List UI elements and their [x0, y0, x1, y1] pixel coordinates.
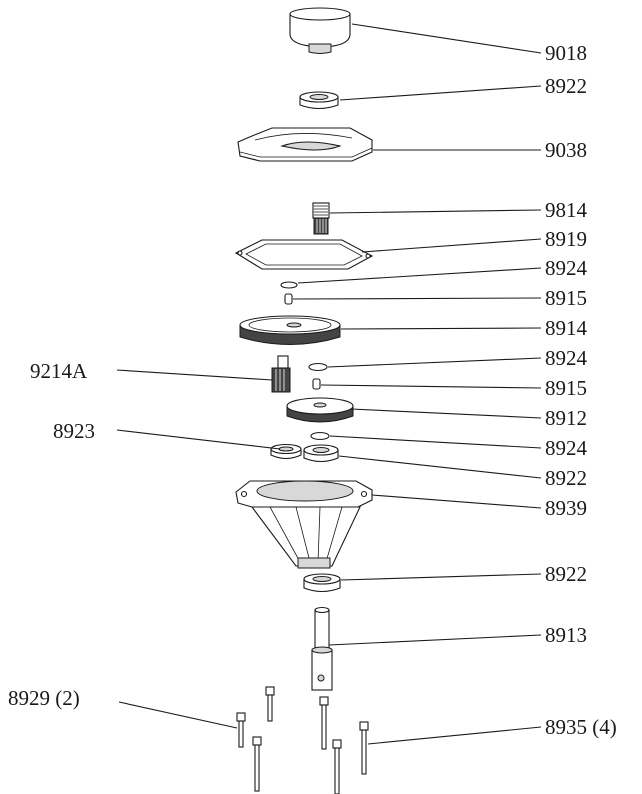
label-8924-b: 8924 [545, 346, 588, 370]
part-9214A-pinion [271, 355, 291, 393]
label-8935: 8935 (4) [545, 715, 617, 739]
part-8922-bearing-top [299, 91, 339, 110]
screw-8935-c [252, 736, 262, 792]
label-8929: 8929 (2) [8, 686, 80, 710]
part-8913-shaft [311, 606, 333, 691]
part-8915-pin-b [312, 378, 321, 390]
screw-8935-d [332, 739, 342, 794]
part-8914-gear [239, 315, 341, 345]
label-8922-low: 8922 [545, 562, 587, 586]
part-8915-pin-a [284, 293, 293, 305]
label-8922-top: 8922 [545, 74, 587, 98]
label-8924-c: 8924 [545, 436, 588, 460]
screw-8935-b [359, 721, 369, 775]
label-9814: 9814 [545, 198, 588, 222]
label-8914: 8914 [545, 316, 588, 340]
part-9814-pinion [312, 202, 330, 235]
label-8919: 8919 [545, 227, 587, 251]
part-screws [236, 686, 369, 794]
part-8919-gasket [234, 239, 374, 270]
label-8915-b: 8915 [545, 376, 587, 400]
label-9018: 9018 [545, 41, 587, 65]
label-8915-a: 8915 [545, 286, 587, 310]
label-8912: 8912 [545, 406, 587, 430]
part-8924-washer-b [308, 362, 328, 372]
part-9018-cap [289, 7, 351, 54]
part-8939-housing [235, 480, 373, 569]
screw-8929-a [265, 686, 275, 722]
label-8924-a: 8924 [545, 256, 588, 280]
label-8922-mid: 8922 [545, 466, 587, 490]
part-8912-gear [286, 397, 354, 423]
leader-lines [116, 23, 542, 745]
part-9038-top-plate [237, 127, 373, 162]
label-8913: 8913 [545, 623, 587, 647]
part-8922-bearing-mid [303, 444, 339, 463]
screw-8935-a [319, 696, 329, 750]
label-8923: 8923 [53, 419, 95, 443]
label-9214A: 9214A [30, 359, 88, 383]
screw-8929-b [236, 712, 246, 748]
label-8939: 8939 [545, 496, 587, 520]
part-8924-washer-a [280, 281, 298, 289]
callout-labels: 9018 8922 9038 9814 8919 8924 8915 8914 … [8, 41, 617, 739]
part-8922-bearing-low [303, 573, 341, 593]
label-9038: 9038 [545, 138, 587, 162]
part-8924-washer-c [310, 431, 330, 441]
part-8923-bearing [270, 443, 302, 460]
